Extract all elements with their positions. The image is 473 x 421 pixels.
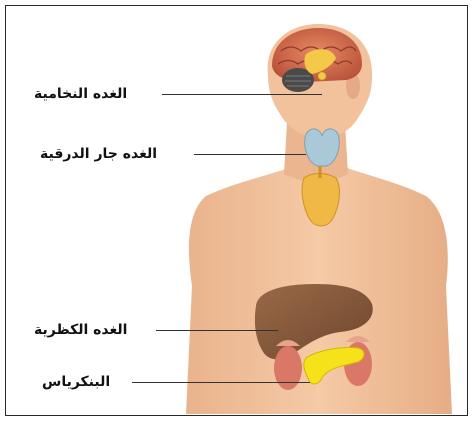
leader-thyroid	[194, 154, 306, 155]
label-adrenal: الغده الكظرية	[34, 322, 127, 338]
label-pituitary: الغده النخامية	[34, 86, 127, 102]
leader-pituitary	[162, 94, 322, 95]
human-body-illustration	[6, 6, 467, 415]
label-pancreas: البنكرياس	[42, 374, 110, 390]
diagram-frame: الغده النخامية الغده جار الدرقية الغده ا…	[5, 5, 468, 416]
thyroid-gland	[305, 129, 340, 166]
pituitary-dot	[318, 72, 326, 80]
label-thyroid: الغده جار الدرقية	[40, 146, 157, 162]
leader-pancreas	[132, 382, 310, 383]
leader-adrenal	[156, 330, 278, 331]
kidney-left	[274, 346, 302, 390]
